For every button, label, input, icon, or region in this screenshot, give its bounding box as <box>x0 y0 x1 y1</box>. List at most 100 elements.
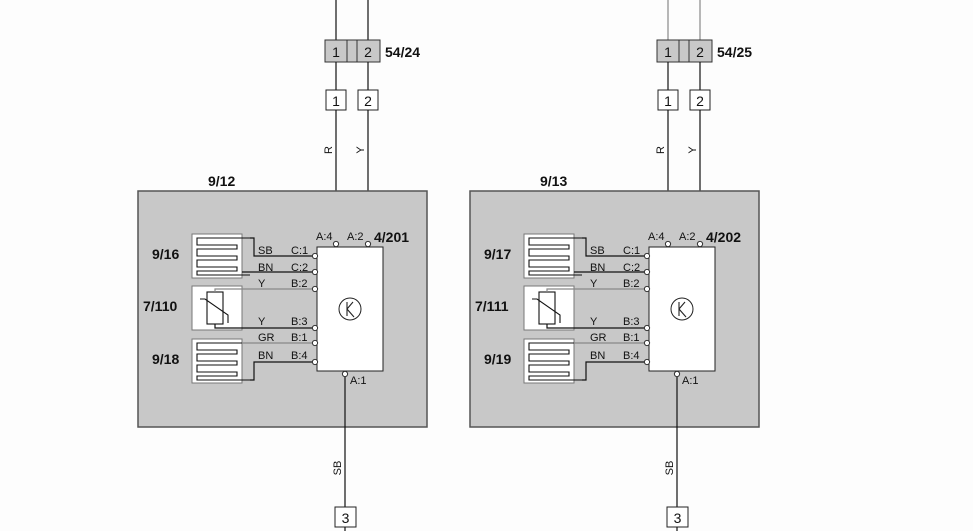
ecu-id-label: 4/202 <box>706 229 741 245</box>
pin-terminal <box>643 285 651 293</box>
sensor-id-label: 7/111 <box>475 298 509 314</box>
wire <box>546 288 646 292</box>
pin-label: B:1 <box>623 332 640 344</box>
pin-label: B:1 <box>291 332 308 344</box>
wire-color-label: GR <box>590 332 607 344</box>
pin-label: B:3 <box>623 316 640 328</box>
wire <box>250 361 314 381</box>
thermistor-icon <box>538 291 556 325</box>
pin-terminal <box>643 339 651 347</box>
wire-color-label: SB <box>332 461 344 476</box>
wire-color-label: Y <box>687 146 699 154</box>
pin-label: B:2 <box>623 278 640 290</box>
wire-color-label: Y <box>355 146 367 154</box>
wire-color-label: SB <box>664 461 676 476</box>
heater-coil-icon <box>528 237 582 276</box>
wire-color-label: Y <box>258 316 266 328</box>
pin-terminal <box>643 268 651 276</box>
wire-color-label: R <box>655 146 667 154</box>
pin-label: B:4 <box>291 350 308 362</box>
sensor-id-label: 9/18 <box>152 351 179 367</box>
terminal-box: 3 <box>666 506 689 528</box>
thermistor-slash-icon <box>532 298 561 323</box>
pin-label: C:1 <box>623 245 640 257</box>
transistor-circle <box>338 297 362 321</box>
wire <box>214 324 314 329</box>
transistor-icon <box>338 297 362 321</box>
pin-terminal <box>696 240 704 248</box>
sensor-heater <box>523 338 582 384</box>
wire <box>250 237 314 257</box>
transistor-collector <box>346 301 354 310</box>
transistor-icon <box>670 297 694 321</box>
wire-color-label: SB <box>258 245 273 257</box>
pin-terminal <box>673 370 681 378</box>
sensor-id-label: 9/19 <box>484 351 511 367</box>
connector-pin-label: 2 <box>696 44 704 60</box>
pin-label: B:3 <box>291 316 308 328</box>
pin-terminal <box>341 370 349 378</box>
connector-body <box>656 39 713 63</box>
pin-terminal <box>643 324 651 332</box>
pin-label: A:2 <box>679 231 696 243</box>
connector-block: 1 2 54/25 <box>656 39 752 63</box>
wire <box>582 361 646 381</box>
pin-label: B:2 <box>291 278 308 290</box>
module-enclosure <box>137 190 428 428</box>
module-id-label: 9/13 <box>540 173 567 189</box>
pin-terminal <box>311 339 319 347</box>
pin-terminal <box>311 358 319 366</box>
transistor-collector <box>678 301 686 310</box>
pin-label: C:1 <box>291 245 308 257</box>
terminal-box: 1 <box>325 89 347 111</box>
terminal-box: 3 <box>334 506 357 528</box>
terminal-label: 2 <box>696 93 704 109</box>
wire <box>546 324 646 329</box>
terminal-label: 1 <box>332 93 340 109</box>
sensor-thermistor <box>191 285 243 331</box>
sensor-heater <box>523 233 582 279</box>
module-id-label: 9/12 <box>208 173 235 189</box>
ecu-id-label: 4/201 <box>374 229 409 245</box>
sensor-id-label: 9/16 <box>152 246 179 262</box>
pin-terminal <box>311 285 319 293</box>
wire-color-label: BN <box>258 350 273 362</box>
sensor-heater <box>191 338 250 384</box>
pin-label: A:1 <box>350 375 367 387</box>
wire-color-label: Y <box>590 316 598 328</box>
wire-color-label: R <box>323 146 335 154</box>
wire-color-label: BN <box>258 262 273 274</box>
pin-terminal <box>311 252 319 260</box>
pin-label: C:2 <box>291 262 308 274</box>
sensor-id-label: 9/17 <box>484 246 511 262</box>
terminal-box: 2 <box>357 89 379 111</box>
transistor-circle <box>670 297 694 321</box>
connector-pin-label: 1 <box>664 44 672 60</box>
pin-label: B:4 <box>623 350 640 362</box>
sensor-thermistor <box>523 285 575 331</box>
connector-id-label: 54/24 <box>385 44 420 60</box>
pin-label: A:4 <box>648 231 665 243</box>
terminal-label: 3 <box>674 510 682 526</box>
connector-pin-label: 1 <box>332 44 340 60</box>
pin-label: A:2 <box>347 231 364 243</box>
terminal-label: 3 <box>342 510 350 526</box>
terminal-box: 2 <box>689 89 711 111</box>
pin-terminal <box>664 240 672 248</box>
wire <box>214 288 314 292</box>
sensor-id-label: 7/110 <box>143 298 177 314</box>
terminal-box: 1 <box>657 89 679 111</box>
transistor-emitter <box>678 308 687 318</box>
pin-terminal <box>364 240 372 248</box>
heater-coil-icon <box>528 342 582 381</box>
wire-color-label: Y <box>258 278 266 290</box>
pin-terminal <box>643 252 651 260</box>
connector-id-label: 54/25 <box>717 44 752 60</box>
pin-terminal <box>643 358 651 366</box>
heater-coil-icon <box>196 342 250 381</box>
